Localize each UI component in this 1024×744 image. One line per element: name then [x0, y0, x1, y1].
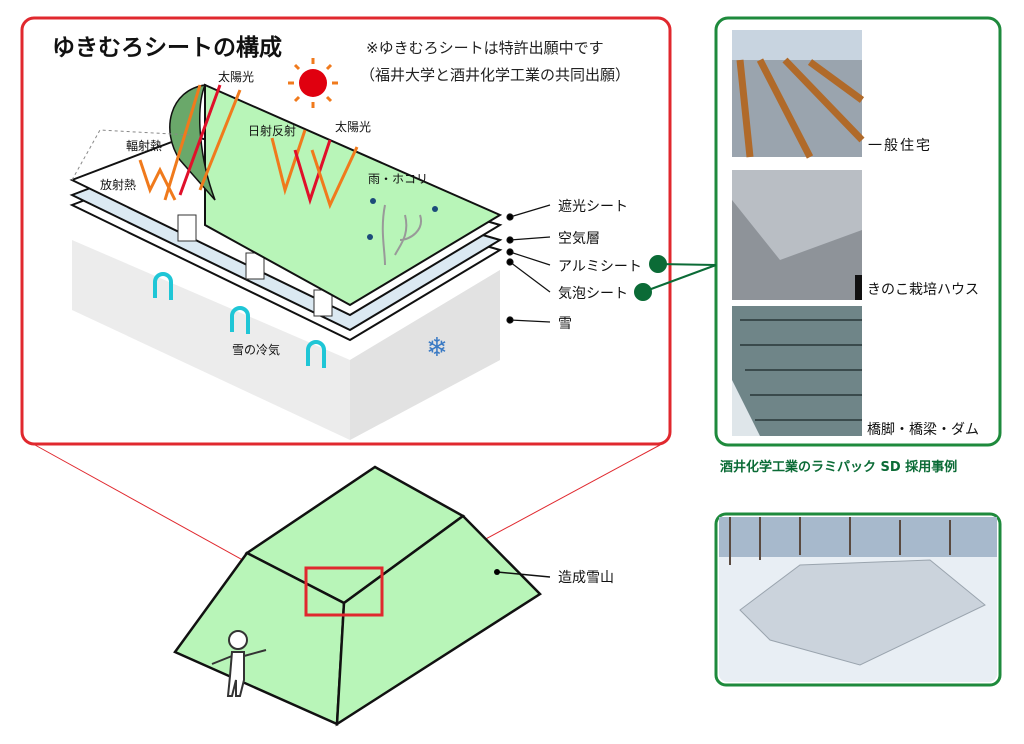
rain-dust-label: 雨・ホコリ	[368, 172, 429, 186]
radiant-heat-label: 輻射熱	[126, 139, 163, 153]
sheet-layers	[69, 83, 503, 342]
sunlight-rays	[138, 84, 359, 210]
photo-bridge	[732, 306, 862, 436]
layer-air: 空気層	[558, 231, 600, 247]
emitted-heat-label: 放射熱	[100, 178, 137, 192]
layer-bubble-sheet: 気泡シート	[558, 286, 628, 302]
sunlight-label: 太陽光	[218, 70, 255, 84]
examples-caption: 酒井化学工業のラミパック SD 採用事例	[720, 460, 958, 475]
layer-snow: 雪	[558, 316, 572, 332]
sun-icon	[288, 58, 338, 108]
sheet-curl	[169, 84, 216, 201]
snow-mountain	[173, 465, 542, 727]
photo-frame	[714, 512, 1002, 687]
mountain-pointer	[496, 571, 551, 578]
sunlight-label: 太陽光	[335, 120, 372, 134]
spacer-block	[177, 214, 197, 242]
example-mushroom-house: きのこ栽培ハウス	[867, 282, 979, 298]
example-bridge-dam: 橋脚・橋梁・ダム	[867, 422, 979, 438]
joint-application-note: （福井大学と酒井化学工業の共同出願）	[360, 66, 631, 84]
example-house: 一般住宅	[868, 138, 932, 154]
rain-dust-icon	[367, 198, 438, 266]
structure-frame	[20, 16, 672, 446]
snow-cold-air-label: 雪の冷気	[232, 343, 281, 357]
cold-air-arrows	[153, 272, 326, 368]
snow-mountain-label: 造成雪山	[558, 570, 614, 586]
photo-snow-mountain	[719, 517, 997, 682]
zoom-highlight	[304, 566, 384, 617]
layer-shading-sheet: 遮光シート	[558, 199, 628, 215]
photo-mushroom-house	[732, 170, 862, 300]
snow-block	[72, 240, 500, 440]
snowflake-icon: ❄	[426, 333, 448, 363]
examples-frame	[714, 16, 1002, 447]
solar-reflection-label: 日射反射	[248, 124, 297, 138]
patent-note: ※ゆきむろシートは特許出願中です	[366, 39, 604, 57]
layer-aluminum-sheet: アルミシート	[558, 259, 642, 275]
layer-pointers	[506, 204, 551, 324]
photo-house	[732, 30, 865, 159]
person-icon	[211, 630, 267, 697]
example-connectors	[634, 255, 717, 301]
page-title: ゆきむろシートの構成	[52, 35, 282, 61]
